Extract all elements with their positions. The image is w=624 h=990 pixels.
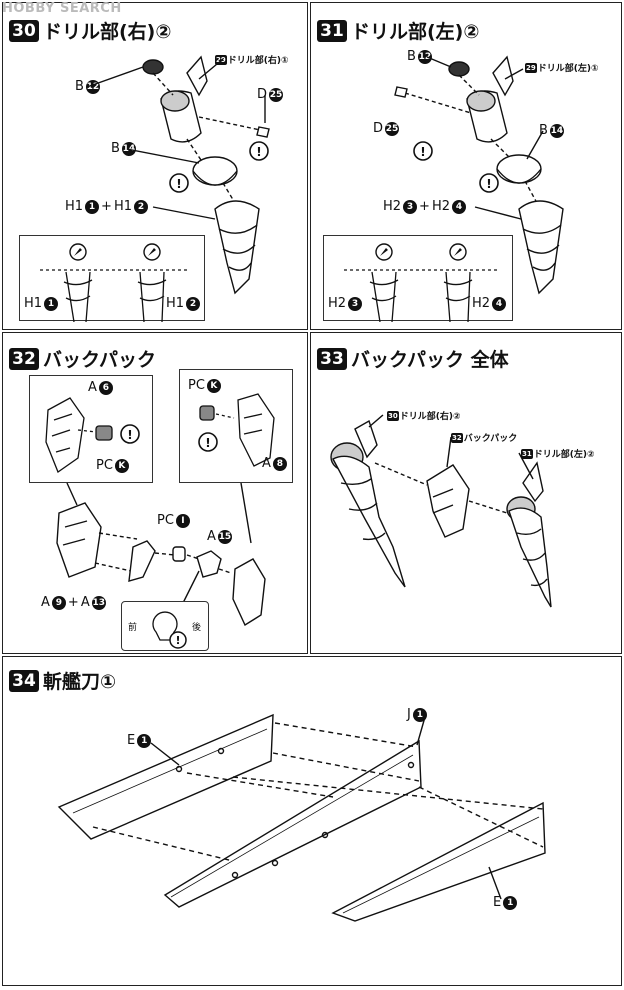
- step-33-header: 33 バックパック 全体: [317, 345, 509, 372]
- step-30-header: 30 ドリル部(右)②: [9, 17, 171, 44]
- blade-j-part: [163, 739, 422, 908]
- svg-text:!: !: [175, 634, 180, 647]
- step-32-drawing: [56, 482, 266, 627]
- backpack-cover-part: [232, 558, 266, 627]
- step-34-number: 34: [9, 669, 39, 692]
- svg-text:!: !: [205, 436, 210, 450]
- step-32-title: バックパック: [43, 349, 157, 371]
- caution-icon: !: [169, 631, 187, 649]
- step-32-orientation-box: ! 前 後: [121, 601, 209, 651]
- backpack-joint-part: [128, 540, 156, 582]
- step-31-drawing: ! !: [394, 55, 564, 295]
- drill-left-part: [508, 507, 552, 608]
- step-33-drawing: [330, 414, 552, 608]
- cap-part: [448, 61, 470, 77]
- step-30-drawing: ! !: [86, 55, 270, 295]
- caution-icon: ! !: [413, 141, 499, 193]
- step-34-title: 斬艦刀①: [43, 671, 117, 693]
- step-32-header: 32 バックパック: [9, 345, 156, 372]
- svg-text:!: !: [486, 177, 491, 191]
- step-30-title: ドリル部(右)②: [43, 21, 172, 43]
- hammer-icon: [375, 243, 467, 261]
- step-34-header: 34 斬艦刀①: [9, 667, 116, 694]
- svg-text:!: !: [127, 428, 132, 442]
- cap-part: [142, 59, 164, 75]
- svg-text:!: !: [420, 145, 425, 159]
- drill-bit-part: [518, 200, 564, 295]
- back-label: 後: [192, 623, 202, 633]
- watermark: HOBBY SEARCH: [2, 1, 122, 16]
- caution-icon: !: [120, 424, 140, 444]
- step-31-title: ドリル部(左)②: [351, 21, 480, 43]
- step-33-number: 33: [317, 347, 347, 370]
- drill-right-part: [332, 455, 406, 588]
- hammer-icon: [69, 243, 161, 261]
- svg-text:!: !: [176, 177, 181, 191]
- pin-part: [256, 126, 270, 138]
- blade-e-right-part: [331, 801, 546, 922]
- step-33-title: バックパック 全体: [351, 349, 509, 371]
- step-31-header: 31 ドリル部(左)②: [317, 17, 479, 44]
- drill-bit-part: [214, 200, 260, 295]
- caution-icon: !: [198, 432, 218, 452]
- front-label: 前: [128, 623, 138, 633]
- pin-part: [394, 86, 408, 98]
- svg-text:!: !: [256, 145, 261, 159]
- backpack-part: [426, 464, 470, 538]
- step-32-number: 32: [9, 347, 39, 370]
- blade-e-left-part: [57, 713, 274, 840]
- caution-icon: ! !: [169, 141, 269, 193]
- step-30-number: 30: [9, 19, 39, 42]
- step-31-number: 31: [317, 19, 347, 42]
- step-34-drawing: [57, 713, 546, 922]
